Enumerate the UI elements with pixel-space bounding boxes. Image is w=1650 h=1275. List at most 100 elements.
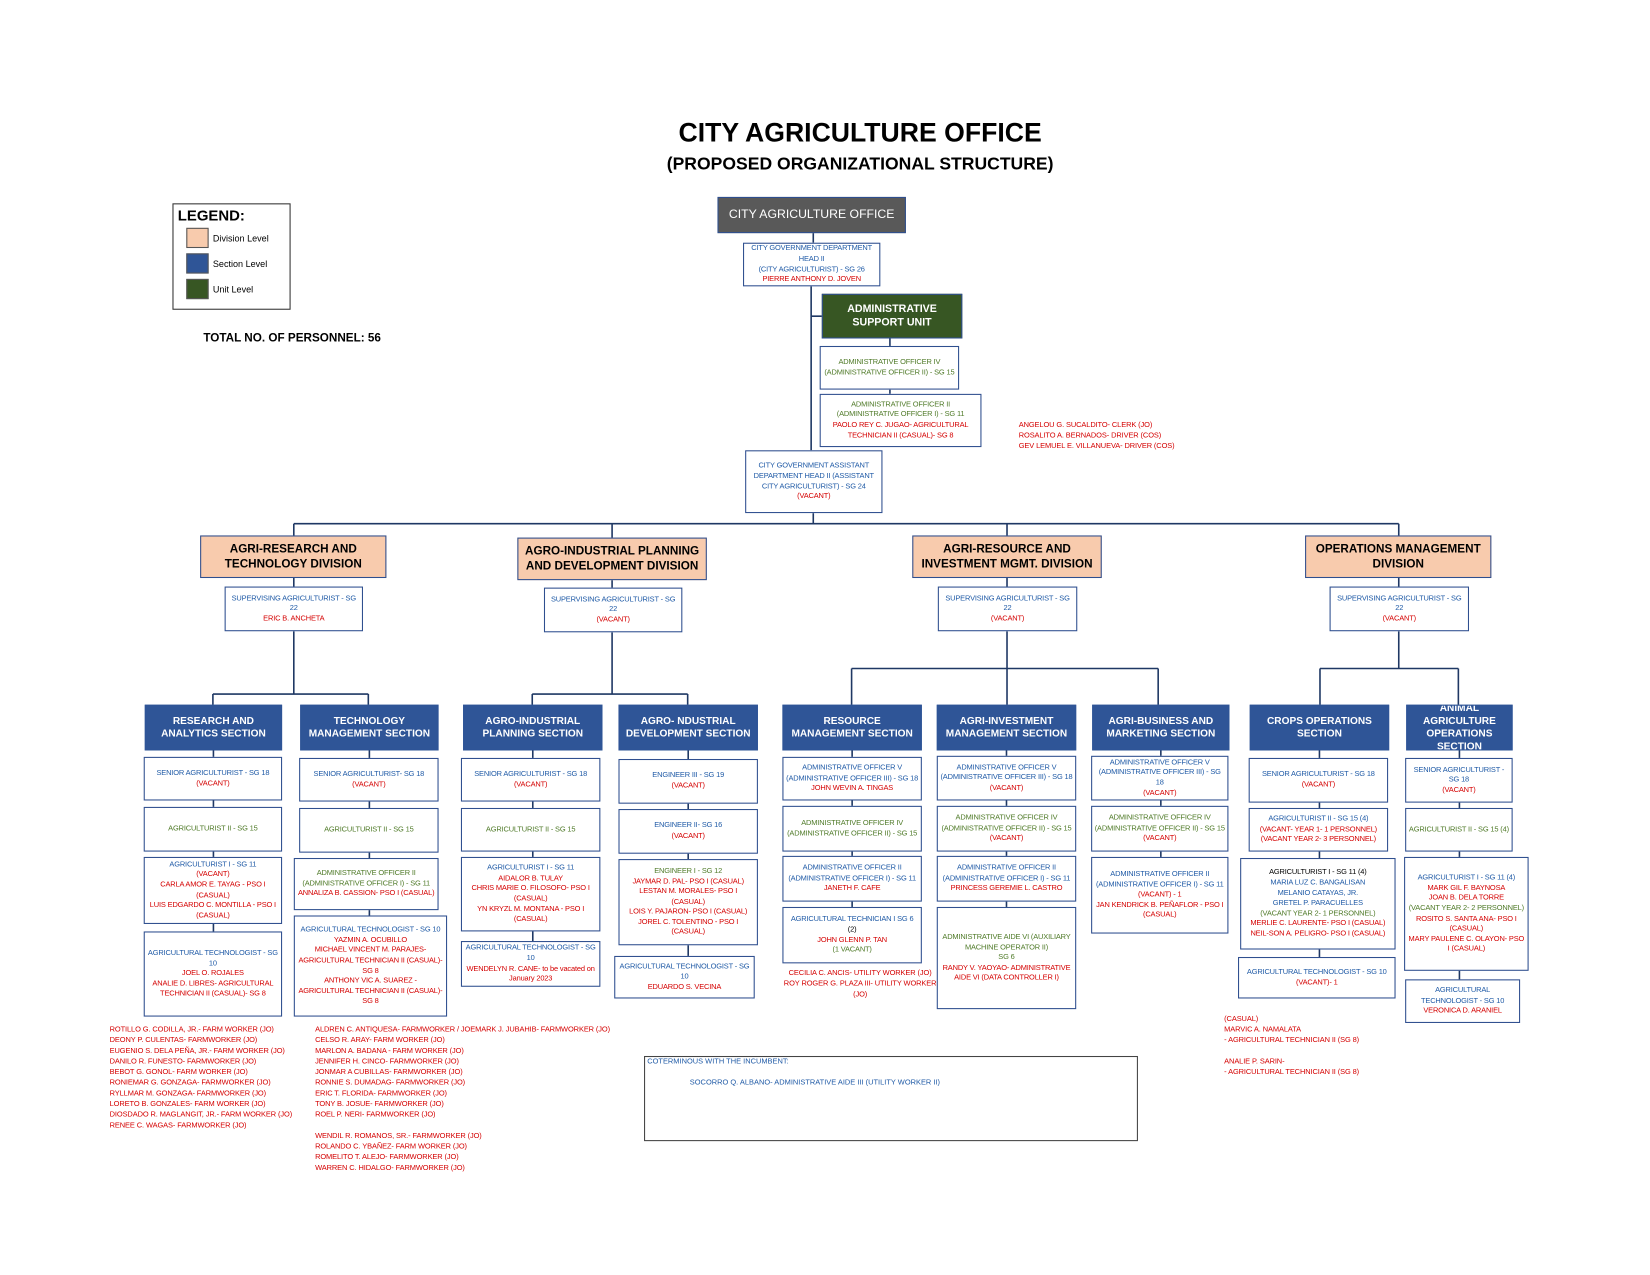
list-entry: - AGRICULTURAL TECHNICIAN II (SG 8) [1224, 1036, 1360, 1045]
legend: LEGEND: Division Level Section Level Uni… [172, 203, 291, 310]
position-line: (VACANT) [1442, 786, 1476, 794]
position-line: GRETEL P. PARACUELLES [1272, 899, 1363, 908]
list-entry: CELSO R. ARAY- FARM WORKER (JO) [315, 1036, 445, 1045]
assistant-head-box: CITY GOVERNMENT ASSISTANT DEPARTMENT HEA… [745, 450, 883, 514]
position-line: PIERRE ANTHONY D. JOVEN [762, 275, 861, 284]
position-box: AGRICULTURIST I - SG 11 (4)MARK GIL F. B… [1404, 856, 1529, 971]
position-line: ANNALIZA B. CASSION- PSO I (CASUAL) [297, 890, 435, 898]
position-line: AGRICULTURIST II - SG 15 [324, 826, 414, 834]
position-box: AGRICULTURIST II - SG 15 [143, 806, 283, 852]
position-line: AGRICULTURAL TECHNOLOGIST - SG 10 [465, 944, 596, 963]
position-box: AGRICULTURAL TECHNICIAN I SG 6 (2) JOHN GL… [782, 906, 922, 964]
list-entry: MARVIC A. NAMALATA [1224, 1026, 1301, 1034]
position-line: ADMINISTRATIVE AIDE VI (AUXILIARY MACHIN… [942, 933, 1071, 952]
list-entry: MARLON A. BADANA - FARM WORKER (JO) [315, 1047, 464, 1055]
position-line: (2) [847, 926, 857, 934]
position-line: ENGINEER III - SG 19 [652, 772, 725, 780]
position-line: (VACANT- YEAR 1- 1 PERSONNEL) [1259, 825, 1378, 834]
section-header: TECHNOLOGY MANAGEMENT SECTION [300, 704, 439, 751]
list-entry: JENNIFER H. CINCO- FARMWORKER (JO) [315, 1058, 459, 1066]
position-line: ADMINISTRATIVE OFFICER II [851, 401, 951, 409]
section-header: RESEARCH AND ANALYTICS SECTION [144, 704, 283, 751]
list-entry: ERIC T. FLORIDA- FARMWORKER (JO) [315, 1090, 447, 1098]
position-line: AIDALOR B. TULAY [498, 874, 563, 883]
position-line: CARLA AMOR E. TAYAG - PSO I (CASUAL) [160, 881, 266, 899]
position-line: ADMINISTRATIVE OFFICER IV (ADMINISTRATIV… [824, 358, 955, 377]
coterminous-box: COTERMINOUS WITH THE INCUMBENT: SOCORRO … [644, 1055, 1138, 1142]
page-title: CITY AGRICULTURE OFFICE [678, 118, 1042, 148]
position-line: (VACANT YEAR 2- 2 PERSONNEL) [1408, 904, 1524, 913]
position-line: ADMINISTRATIVE OFFICER IV (ADMINISTRATIV… [1094, 814, 1225, 833]
position-line: CHRIS MARIE O. FILOSOFO- PSO I (CASUAL) [471, 885, 590, 903]
position-line: AGRICULTURIST II - SG 15 (4) [1408, 825, 1509, 834]
position-line: AGRICULTURAL TECHNOLOGIST - SG 10 [300, 926, 441, 934]
list-entry: ALDREN C. ANTIQUESA- FARMWORKER / JOEMAR… [315, 1026, 610, 1034]
list-entry: ROEL P. NERI- FARMWORKER (JO) [315, 1111, 436, 1119]
position-line: NEIL-SON A. PELIGRO- PSO I (CASUAL) [1250, 930, 1386, 938]
list-entry: DEONY P. CULENTAS- FARMWORKER (JO) [109, 1036, 258, 1045]
position-line: ENGINEER II- SG 16 [654, 822, 723, 830]
farmworkers-list-1: ROTILLO G. CODILLA, JR.- FARM WORKER (JO… [110, 1025, 307, 1131]
division-header: AGRI-RESOURCE AND INVESTMENT MGMT. DIVIS… [912, 535, 1102, 579]
list-entry [315, 1121, 610, 1132]
section-header: AGRO- NDUSTRIAL DEVELOPMENT SECTION [618, 704, 758, 751]
list-entry: JONMAR A CUBILLAS- FARMWORKER (JO) [315, 1068, 463, 1077]
list-entry: CECILIA C. ANCIS- UTILITY WORKER (JO) [788, 969, 932, 978]
division-header: OPERATIONS MANAGEMENT DIVISION [1305, 535, 1492, 579]
position-box: ADMINISTRATIVE OFFICER II (ADMINISTRATIV… [293, 857, 439, 911]
list-entry: ROTILLO G. CODILLA, JR.- FARM WORKER (JO… [109, 1026, 274, 1034]
position-line: YAZMIN A. OCUBILLO [333, 936, 408, 944]
legend-label: Section Level [212, 258, 268, 269]
division-header: AGRI-RESEARCH AND TECHNOLOGY DIVISION [200, 535, 387, 579]
position-box: AGRICULTURIST II - SG 15 [460, 807, 601, 852]
legend-item-section: Section Level [186, 253, 268, 274]
position-line: JOHN GLENN P. TAN [817, 936, 888, 944]
position-box: AGRICULTURIST II - SG 15 (4) [1405, 807, 1513, 852]
position-line: EDUARDO S. VECINA [647, 983, 722, 991]
position-box: SENIOR AGRICULTURIST - SG 18(VACANT) [1405, 757, 1513, 803]
list-entry: - AGRICULTURAL TECHNICIAN II (SG 8) [1224, 1068, 1360, 1077]
position-line: JAYMAR D. PAL- PSO I (CASUAL) [632, 877, 744, 886]
list-entry: TONY B. JOSUE- FARMWORKER (JO) [315, 1100, 444, 1109]
position-line: AGRICULTURAL TECHNOLOGIST - SG 10 [147, 949, 278, 968]
position-box: ADMINISTRATIVE OFFICER II (ADMINISTRATIV… [936, 855, 1077, 902]
section-header: RESOURCE MANAGEMENT SECTION [782, 704, 922, 751]
list-entry: BEBOT G. GONOL- FARM WORKER (JO) [109, 1068, 248, 1077]
position-box: AGRICULTURAL TECHNOLOGIST - SG 10(VACANT… [1238, 956, 1396, 999]
position-line: AGRICULTURAL TECHNICIAN I SG 6 [790, 915, 914, 924]
list-entry: WENDIL R. ROMANOS, SR.- FARMWORKER (JO) [315, 1132, 482, 1141]
position-line: AGRICULTURAL TECHNOLOGIST - SG 10 [619, 962, 750, 981]
division-head-box: SUPERVISING AGRICULTURIST - SG 22(VACANT… [543, 587, 683, 633]
section-header: AGRI-BUSINESS AND MARKETING SECTION [1092, 704, 1230, 751]
unit-swatch [186, 278, 209, 300]
legend-item-unit: Unit Level [186, 278, 253, 300]
list-entry: ROLANDO C. YBAÑEZ- FARM WORKER (JO) [315, 1143, 467, 1151]
position-line: (VACANT) [989, 784, 1024, 792]
list-entry: RYLLMAR M. GONZAGA- FARMWORKER (JO) [109, 1090, 267, 1098]
position-line: ADMINISTRATIVE OFFICER II (ADMINISTRATIV… [788, 864, 916, 883]
position-line: RANDY V. YAOYAO- ADMINISTRATIVE AIDE VI … [942, 964, 1071, 982]
position-box: AGRICULTURIST II - SG 15 (4)(VACANT- YEA… [1248, 807, 1389, 852]
position-line: ADMINISTRATIVE OFFICER II (ADMINISTRATIV… [1095, 870, 1224, 889]
list-entry: ANALIE P. SARIN- [1224, 1058, 1285, 1066]
position-line: SUPERVISING AGRICULTURIST - SG 22 [550, 595, 676, 614]
position-line: JOHN WEVIN A. TINGAS [811, 784, 894, 793]
position-line: (VACANT) [989, 834, 1024, 843]
position-line: MARIA LUZ C. BANGALISAN [1270, 879, 1366, 887]
position-line: (VACANT) [1301, 781, 1336, 789]
section-header: CROPS OPERATIONS SECTION [1249, 704, 1390, 751]
position-line: ERIC B. ANCHETA [263, 615, 325, 623]
position-line: (1 VACANT) [832, 946, 872, 954]
position-line: (ADMINISTRATIVE OFFICER I) - SG 11 [836, 411, 965, 419]
position-line: YN KRYZL M. MONTANA - PSO I (CASUAL) [477, 905, 585, 924]
list-entry: LORETO B. GONZALES- FARM WORKER (JO) [109, 1100, 266, 1109]
page-subtitle: (PROPOSED ORGANIZATIONAL STRUCTURE) [666, 154, 1054, 174]
position-line: ROSITO S. SANTA ANA- PSO I (CASUAL) [1415, 914, 1517, 933]
position-box: ENGINEER II- SG 16(VACANT) [618, 809, 758, 854]
position-line: SUPERVISING AGRICULTURIST - SG 22 [1337, 594, 1462, 613]
list-entry: WARREN C. HIDALGO- FARMWORKER (JO) [315, 1164, 465, 1173]
